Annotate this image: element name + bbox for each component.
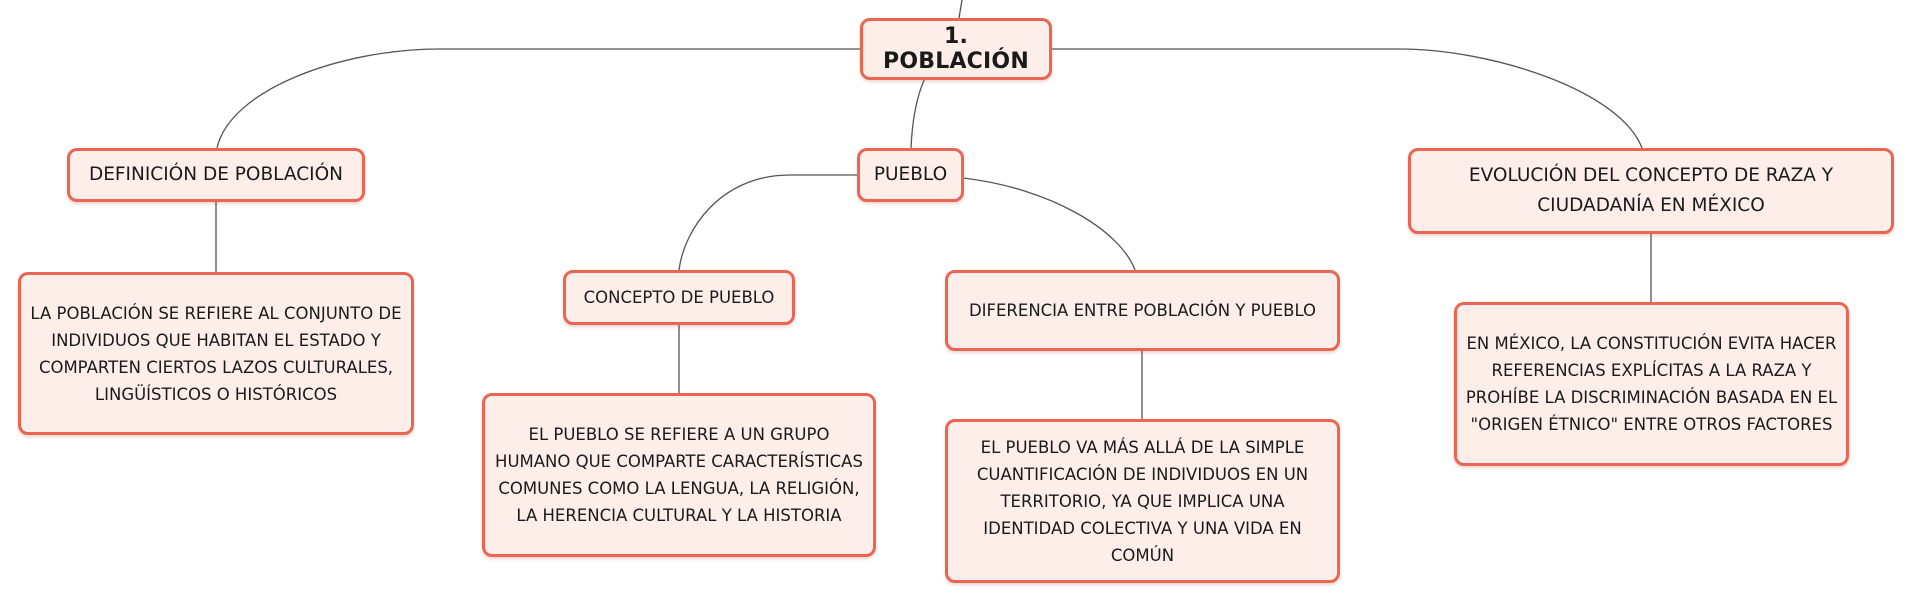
branch-node-label: DEFINICIÓN DE POBLACIÓN (88, 164, 344, 185)
sub-node-concepto[interactable]: CONCEPTO DE PUEBLO (563, 270, 795, 325)
detail-node-text: EL PUEBLO SE REFIERE A UN GRUPO HUMANO Q… (495, 425, 863, 525)
detail-node-diferencia[interactable]: EL PUEBLO VA MÁS ALLÁ DE LA SIMPLE CUANT… (945, 419, 1340, 583)
sub-node-diferencia[interactable]: DIFERENCIA ENTRE POBLACIÓN Y PUEBLO (945, 270, 1340, 351)
detail-node-text: EL PUEBLO VA MÁS ALLÁ DE LA SIMPLE CUANT… (976, 437, 1309, 565)
root-node[interactable]: 1. POBLACIÓN (860, 18, 1052, 80)
sub-node-label: CONCEPTO DE PUEBLO (583, 288, 775, 307)
branch-node-definicion[interactable]: DEFINICIÓN DE POBLACIÓN (67, 148, 365, 202)
edge-root-evolucion (1052, 48, 1643, 149)
sub-node-label: DIFERENCIA ENTRE POBLACIÓN Y PUEBLO (968, 301, 1317, 320)
branch-node-evolucion[interactable]: EVOLUCIÓN DEL CONCEPTO DE RAZA Y CIUDADA… (1408, 148, 1894, 234)
edge-pueblo-diferencia (962, 177, 1136, 271)
detail-node-concepto[interactable]: EL PUEBLO SE REFIERE A UN GRUPO HUMANO Q… (482, 393, 876, 557)
detail-node-definicion[interactable]: LA POBLACIÓN SE REFIERE AL CONJUNTO DE I… (18, 272, 414, 435)
edge-root-definicion (216, 48, 864, 149)
branch-node-label: PUEBLO (873, 164, 948, 185)
edge-pueblo-concepto (678, 174, 857, 271)
detail-node-evolucion[interactable]: EN MÉXICO, LA CONSTITUCIÓN EVITA HACER R… (1454, 302, 1849, 466)
branch-node-pueblo[interactable]: PUEBLO (857, 148, 964, 202)
branch-node-label: EVOLUCIÓN DEL CONCEPTO DE RAZA Y CIUDADA… (1468, 165, 1834, 216)
root-node-label: 1. POBLACIÓN (883, 24, 1029, 74)
edge-root-pueblo (910, 77, 926, 149)
detail-node-text: LA POBLACIÓN SE REFIERE AL CONJUNTO DE I… (30, 303, 402, 404)
edge-parent-root (958, 0, 963, 19)
detail-node-text: EN MÉXICO, LA CONSTITUCIÓN EVITA HACER R… (1465, 334, 1838, 434)
